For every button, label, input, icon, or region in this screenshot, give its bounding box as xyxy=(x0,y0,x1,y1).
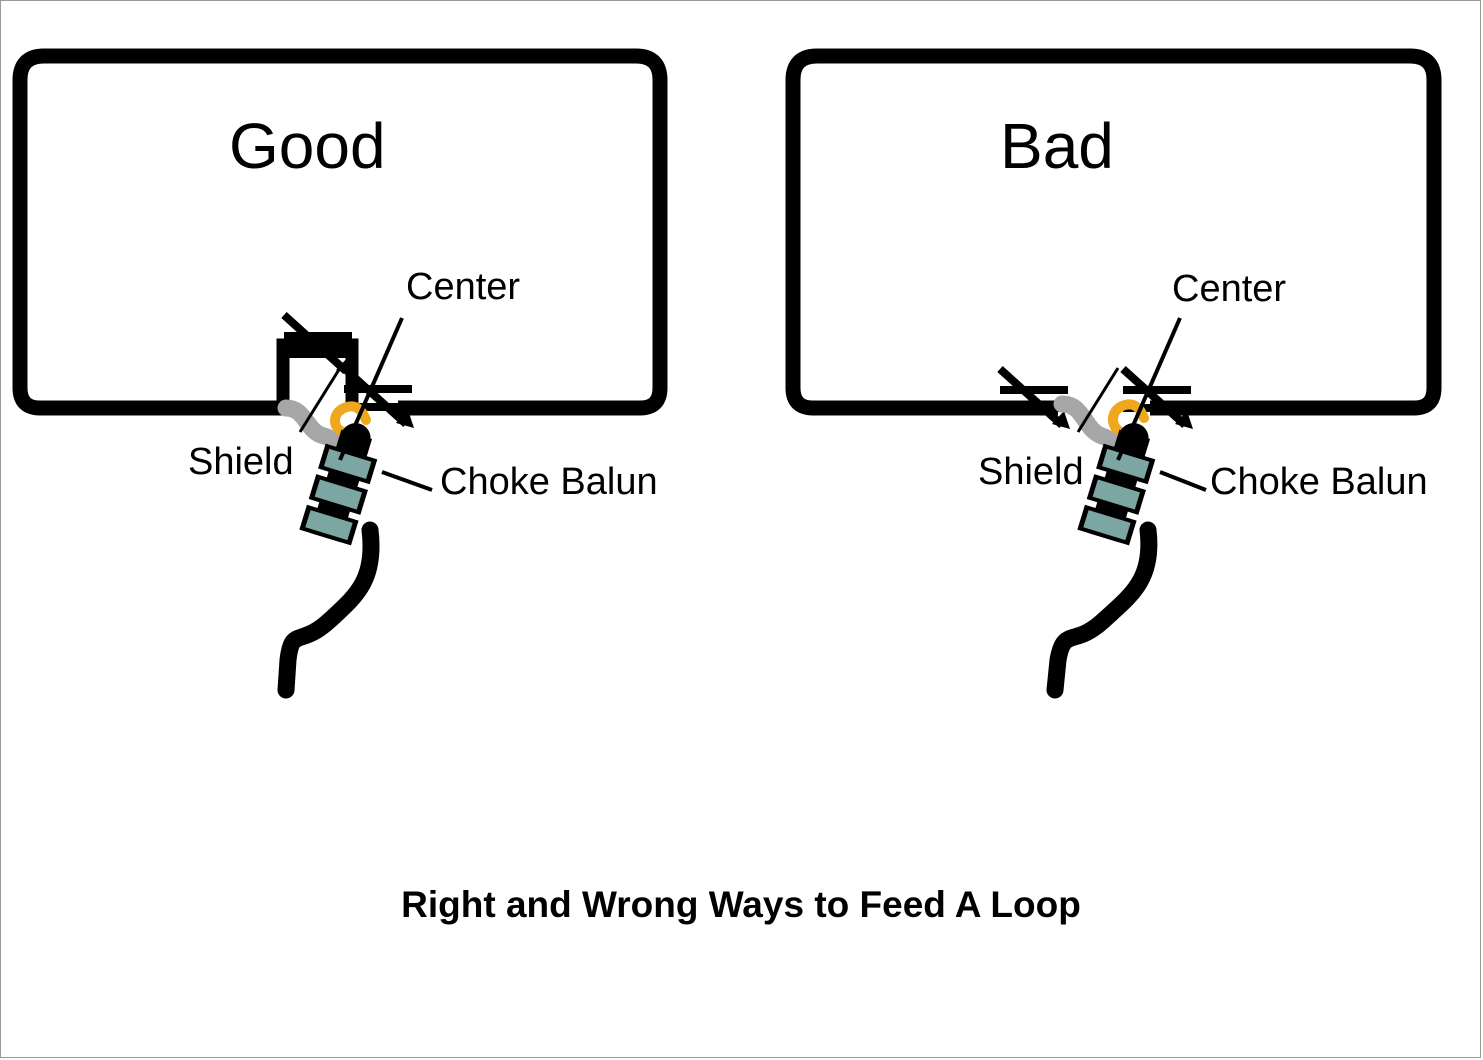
label-center-good: Center xyxy=(406,266,520,308)
bad-choke-balun-leader xyxy=(1159,470,1207,492)
label-shield-good: Shield xyxy=(188,441,294,483)
bad-center-leader xyxy=(1116,317,1182,461)
label-choke-balun-good: Choke Balun xyxy=(440,461,658,503)
bad-shield-leader xyxy=(1076,367,1120,433)
good-shield-leader xyxy=(298,367,342,433)
good-coax-feedline xyxy=(277,521,380,699)
good-choke-balun-leader xyxy=(381,470,433,492)
bad-coax-feedline xyxy=(1046,521,1158,699)
panel-good: Good Center Shield Choke Balun xyxy=(12,48,668,699)
bad-loop-conductor xyxy=(785,48,1442,416)
label-shield-bad: Shield xyxy=(978,451,1084,493)
label-center-bad: Center xyxy=(1172,268,1286,310)
good-center-leader xyxy=(338,317,404,461)
panel-title-bad: Bad xyxy=(1000,110,1114,182)
label-choke-balun-bad: Choke Balun xyxy=(1210,461,1428,503)
diagram-caption: Right and Wrong Ways to Feed A Loop xyxy=(401,884,1081,925)
panel-bad: Bad Center Shield Choke Balun xyxy=(785,48,1442,699)
panel-title-good: Good xyxy=(229,110,386,182)
